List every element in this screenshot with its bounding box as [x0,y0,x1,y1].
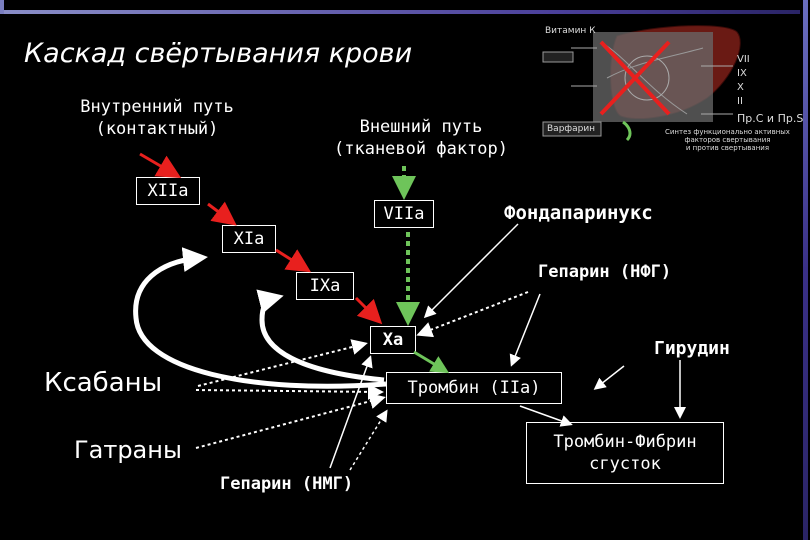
liver-illustration [542,25,741,142]
inset-caption-line2: факторов свертывания [684,136,771,144]
extrinsic-path-label: Внешний путь (тканевой фактор) [316,116,526,160]
cross-line-2 [599,40,671,116]
inset-caption: Синтез функционально активных факторов с… [665,128,790,152]
thrombin-box: Тромбин (IIa) [386,372,562,404]
factor-ixa: IXa [296,272,354,300]
hirudin-label: Гирудин [654,338,730,359]
clot-line2: сгусток [589,454,661,474]
inset-factor-ii: II [737,96,743,107]
clot-line1: Тромбин-Фибрин [553,432,697,452]
heparin-ufh-arrow [509,293,541,367]
factor-viia: VIIa [374,200,434,228]
vitamin-k-inset: Витамин К Варфарин VII IX X II Пр.С и Пр… [537,18,809,158]
heparin-lmwh-arrow-thrombin [349,409,388,471]
inset-factor-x: X [737,82,744,93]
inset-factor-vii: VII [737,54,750,65]
arrow-thrombin-to-clot [519,405,573,427]
arrow-intrinsic-to-xiia [139,152,182,179]
frame-corner [0,0,4,14]
arrow-xa-to-thrombin [413,350,450,374]
heparin-ufh-label: Гепарин (НФГ) [538,262,672,282]
frame-top-bar [0,10,800,14]
feedback-arrow-to-ixa [256,289,385,383]
arrow-xiia-to-xia [207,201,237,226]
xabans-arrow-thrombin [195,383,384,400]
frame-right-bar [803,0,808,540]
factor-xa: Xa [370,326,416,354]
factor-xia: XIa [222,225,276,253]
heparin-ufh-arrow-dashed [416,291,529,338]
xabans-arrow [197,339,368,387]
page-title: Каскад свёртывания крови [24,38,413,69]
inset-caption-line1: Синтез функционально активных [665,128,790,136]
gatrans-label: Гатраны [74,436,182,464]
xabans-label: Ксабаны [44,368,163,398]
intrinsic-path-line1: Внутренний путь [80,97,234,117]
fondaparinux-label: Фондапаринукс [504,202,653,224]
inset-proteins-label: Пр.С и Пр.S [737,112,804,125]
extrinsic-path-line1: Внешний путь [359,117,483,137]
intrinsic-path-line2: (контактный) [95,119,219,139]
inset-warfarin-label: Варфарин [547,124,596,134]
heparin-lmwh-arrow-xa [329,355,373,469]
hirudin-arrow-to-thrombin [593,365,625,390]
clot-box: Тромбин-Фибрин сгусток [526,422,724,484]
gatrans-arrow [195,393,386,449]
extrinsic-path-line2: (тканевой фактор) [334,139,508,159]
inset-factor-ix: IX [737,68,747,79]
arrow-ixa-to-xa [354,296,383,325]
intrinsic-path-label: Внутренний путь (контактный) [52,96,262,140]
inset-vitamin-k-label: Витамин К [545,26,596,36]
inset-caption-line3: и против свертывания [685,144,770,152]
fondaparinux-arrow [423,223,519,319]
heparin-lmwh-label: Гепарин (НМГ) [220,474,354,494]
arrow-xia-to-ixa [275,248,312,273]
feedback-arrow-to-xia [133,247,387,389]
